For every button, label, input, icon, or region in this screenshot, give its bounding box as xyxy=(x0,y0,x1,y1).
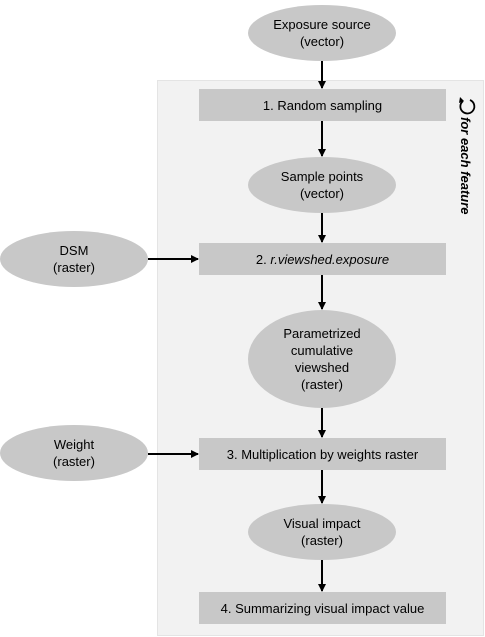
sample-points-node: Sample points (vector) xyxy=(248,157,396,213)
viewshed-line-1: Parametrized xyxy=(283,326,361,341)
circular-arrow-icon xyxy=(459,97,476,115)
weight-title: Weight xyxy=(53,437,95,452)
loop-label: for each feature xyxy=(458,117,473,215)
step-3-label: 3. Multiplication by weights raster xyxy=(226,446,419,462)
viewshed-line-2: cumulative xyxy=(290,343,354,358)
visual-impact-type: (raster) xyxy=(301,533,343,548)
step-1-label: 1. Random sampling xyxy=(262,97,383,113)
step-2-label: 2. r.viewshed.exposure xyxy=(256,252,389,267)
dsm-type: (raster) xyxy=(53,260,95,275)
dsm-title: DSM xyxy=(59,243,89,258)
viewshed-node: Parametrized cumulative viewshed (raster… xyxy=(248,310,396,408)
step-2-box: 2. r.viewshed.exposure xyxy=(199,243,446,275)
exposure-source-node: Exposure source (vector) xyxy=(248,5,396,61)
exposure-source-type: (vector) xyxy=(299,34,345,49)
step-1-box: 1. Random sampling xyxy=(199,89,446,121)
exposure-source-title: Exposure source xyxy=(273,17,371,32)
step-2-tool-name: r.viewshed.exposure xyxy=(270,251,390,267)
step-2-prefix: 2. xyxy=(255,251,271,267)
weight-node: Weight (raster) xyxy=(0,425,148,481)
visual-impact-node: Visual impact (raster) xyxy=(248,504,396,560)
sample-points-type: (vector) xyxy=(299,186,345,201)
step-3-box: 3. Multiplication by weights raster xyxy=(199,438,446,470)
dsm-node: DSM (raster) xyxy=(0,231,148,287)
loop-indicator: for each feature xyxy=(443,95,479,235)
sample-points-title: Sample points xyxy=(280,169,364,184)
viewshed-line-3: viewshed xyxy=(294,360,350,375)
weight-type: (raster) xyxy=(53,454,95,469)
visual-impact-title: Visual impact xyxy=(283,516,361,531)
step-4-box: 4. Summarizing visual impact value xyxy=(199,592,446,624)
step-4-label: 4. Summarizing visual impact value xyxy=(220,600,425,616)
viewshed-type: (raster) xyxy=(301,377,343,392)
